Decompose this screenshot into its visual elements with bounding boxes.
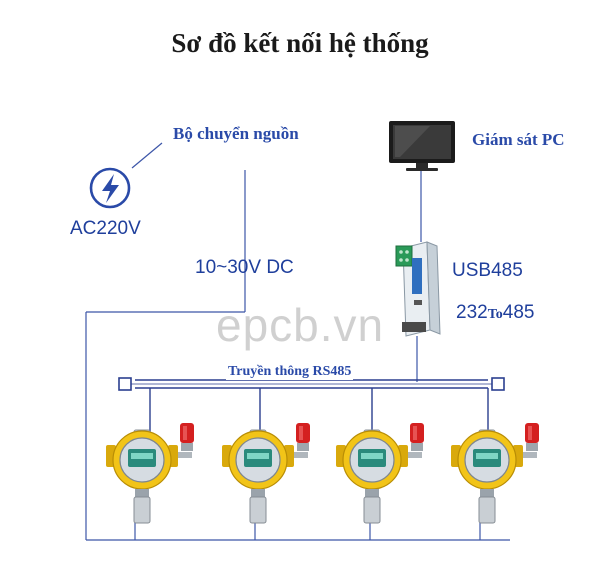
gas-detector-3 [336, 423, 424, 524]
gas-detector-4 [451, 423, 539, 524]
usb485-label: USB485 [452, 260, 523, 281]
rs232-prefix: 232 [456, 302, 488, 323]
rs485-bus [120, 379, 504, 440]
dc-output-label: 10~30V DC [195, 257, 294, 278]
lightning-bolt-icon [89, 167, 131, 209]
converter-power-label: Bộ chuyển nguồn [173, 124, 299, 143]
bus-terminator-right [491, 377, 505, 391]
monitor-icon [389, 121, 455, 171]
rs485-bus-label: Truyền thông RS485 [226, 364, 354, 380]
rs232-suffix: 485 [502, 302, 535, 323]
bus-terminator-left [118, 377, 132, 391]
rs232-to: To [487, 307, 503, 322]
gas-detector-1 [106, 423, 194, 524]
converter-module [395, 241, 441, 337]
diagram-title: Sơ đồ kết nối hệ thống [171, 28, 429, 58]
rs232-to-485-label: 232To485 [456, 302, 534, 324]
gas-detector-2 [222, 423, 310, 524]
watermark: epcb.vn [216, 299, 385, 351]
pc-monitor-label: Giám sát PC [472, 130, 565, 149]
detectors-layer [106, 423, 539, 524]
converter-pointer-line [131, 142, 163, 169]
ac-input-label: AC220V [70, 218, 141, 239]
